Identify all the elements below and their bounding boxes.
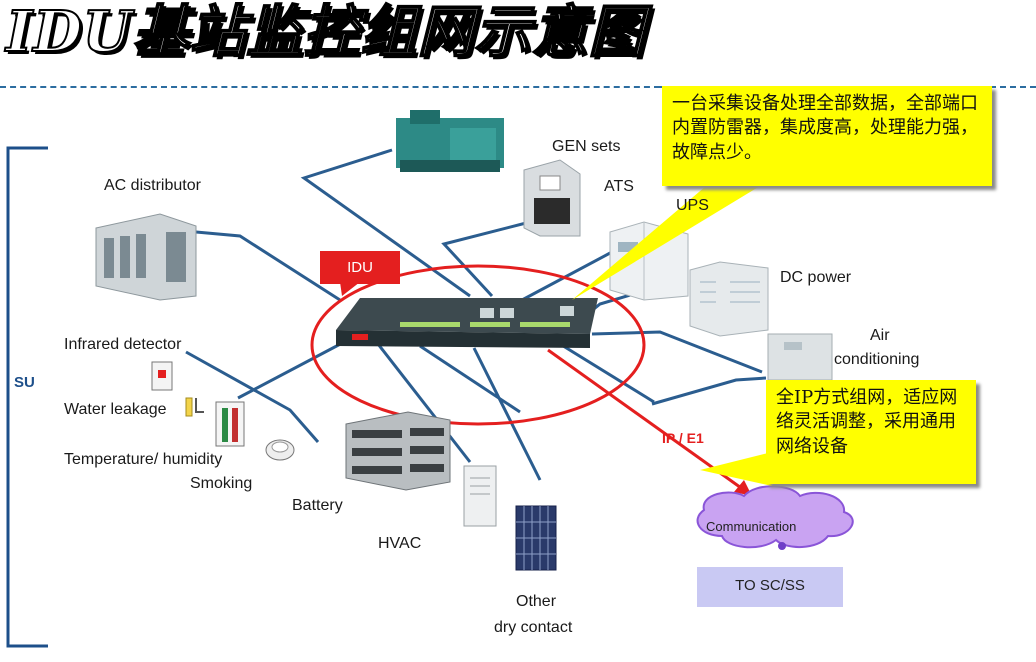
label-battery: Battery [292,497,343,514]
top-callout-pointer [572,186,760,300]
label-other: Other [516,593,557,610]
communication-cloud [696,485,854,550]
top-callout: 一台采集设备处理全部数据，全部端口内置防雷器，集成度高，处理能力强，故障点少。 [662,86,992,186]
bottom-callout-pointer [700,452,772,486]
label-conditioning: conditioning [834,351,920,368]
idu-ellipse [310,264,646,426]
label-temperature-humidity: Temperature/ humidity [64,451,223,468]
ups-image [609,221,689,301]
dry-contact-image [515,505,557,571]
label-ats: ATS [604,178,634,195]
infrared-detector-image [151,361,173,391]
hvac-image [463,465,497,527]
ats-image [523,159,581,237]
label-smoking: Smoking [190,475,253,492]
su-bracket [6,146,48,648]
line-air-conditioning [591,330,763,374]
line-infrared [185,350,320,443]
idu-tag: IDU [320,251,400,284]
air-conditioner-image [767,333,833,381]
line-mid-bottom [419,344,521,414]
smoke-detector-image [265,439,295,461]
ac-distributor-image [95,213,197,301]
to-sc-ss-box: TO SC/SS [697,567,843,607]
label-water-leakage: Water leakage [64,401,167,418]
line-battery [237,338,349,400]
line-mid-right [559,342,655,404]
ip-e1-arrow [547,348,745,492]
dc-power-image [689,261,769,337]
line-ups [521,250,613,302]
idu-tag-pointer [340,282,360,296]
line-gen-sets [300,148,471,298]
bottom-callout: 全IP方式组网，适应网络灵活调整，采用通用网络设备 [766,380,976,484]
su-label: SU [14,374,35,391]
label-hvac: HVAC [378,535,422,552]
ip-e1-label: IP / E1 [662,430,704,446]
line-other [472,347,542,481]
line-ac-distributor [195,230,341,302]
label-air: Air [870,327,890,344]
idu-device [336,298,598,348]
line-ats [441,220,531,298]
battery-image [345,411,451,491]
label-ac-distributor: AC distributor [104,177,201,194]
label-ups: UPS [676,197,709,214]
temperature-humidity-image [215,401,245,447]
communication-label: Communication [706,519,797,534]
generator-image [396,110,504,172]
water-leakage-image [185,397,204,417]
page-title: IDU基站监控组网示意图 [5,0,646,65]
label-dry-contact: dry contact [494,619,573,636]
label-dc-power: DC power [780,269,852,286]
label-gen-sets: GEN sets [552,138,621,155]
line-hvac [376,343,472,463]
title-divider [0,86,660,88]
label-infrared-detector: Infrared detector [64,336,182,353]
connection-lines [185,148,767,481]
line-extra-right [651,376,767,406]
